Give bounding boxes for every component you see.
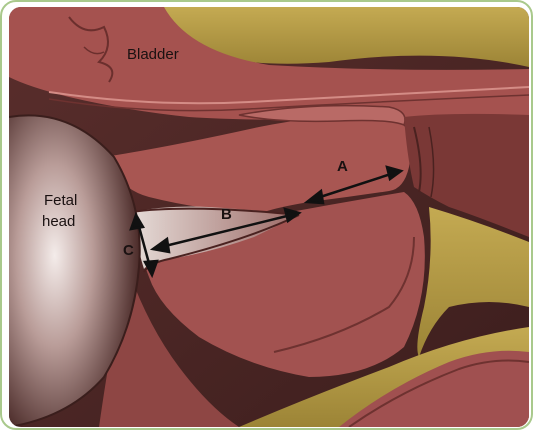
label-fetal-head-line1: Fetal <box>44 192 77 209</box>
label-a: A <box>337 158 348 175</box>
label-b: B <box>221 206 232 223</box>
anatomical-illustration: Bladder Fetal head A B C <box>9 7 529 427</box>
label-bladder: Bladder <box>127 46 179 63</box>
label-c: C <box>123 242 134 259</box>
anatomy-svg: Bladder Fetal head A B C <box>9 7 529 427</box>
label-fetal-head-line2: head <box>42 213 75 230</box>
